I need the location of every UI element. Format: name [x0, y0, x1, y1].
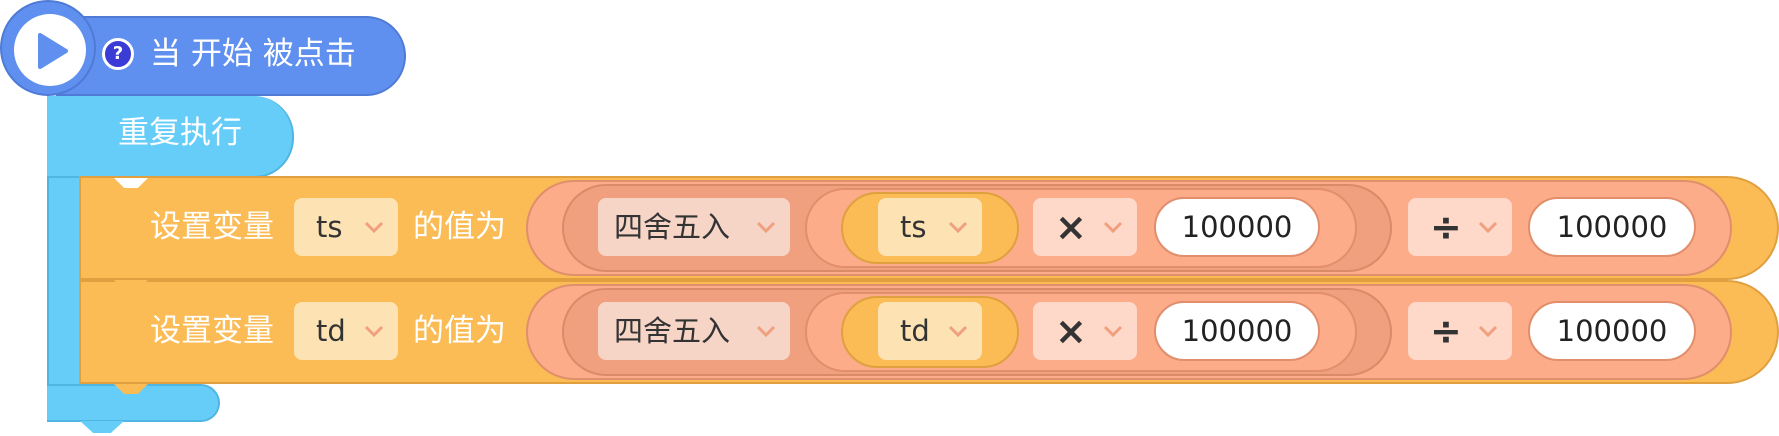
repeat-forever-block[interactable]	[47, 96, 294, 178]
multiply-icon: ×	[1055, 309, 1087, 353]
value-label: 的值为	[413, 209, 506, 245]
chevron-down-icon	[948, 325, 968, 338]
chevron-down-icon	[756, 325, 776, 338]
repeat-block-label: 重复执行	[118, 115, 242, 151]
operand-variable-name: td	[900, 314, 930, 348]
set-variable-label: 设置变量	[150, 313, 274, 349]
repeat-bottom-notch	[80, 421, 124, 433]
play-icon	[38, 33, 68, 69]
chevron-down-icon	[1478, 221, 1498, 234]
round-function-label: 四舍五入	[614, 210, 731, 244]
set-variable-label: 设置变量	[150, 209, 274, 245]
operand-variable-name: ts	[900, 210, 927, 244]
multiply-icon: ×	[1055, 205, 1087, 249]
chevron-down-icon	[1103, 221, 1123, 234]
value-label: 的值为	[413, 313, 506, 349]
operand-variable-dropdown[interactable]: ts	[878, 198, 982, 256]
divide-icon: ÷	[1430, 205, 1462, 249]
chevron-down-icon	[364, 221, 384, 234]
variable-name: td	[316, 314, 346, 348]
multiplier-input[interactable]: 100000	[1154, 301, 1320, 361]
chevron-down-icon	[1103, 325, 1123, 338]
chevron-down-icon	[756, 221, 776, 234]
block-notch	[114, 178, 148, 188]
chevron-down-icon	[1478, 325, 1498, 338]
round-function-dropdown[interactable]: 四舍五入	[598, 302, 790, 360]
multiply-operator-dropdown[interactable]: ×	[1033, 198, 1137, 256]
multiplier-input[interactable]: 100000	[1154, 197, 1320, 257]
variable-dropdown[interactable]: td	[294, 302, 398, 360]
block-notch	[114, 384, 148, 394]
block-notch	[114, 280, 148, 290]
divisor-input[interactable]: 100000	[1528, 301, 1696, 361]
chevron-down-icon	[948, 221, 968, 234]
divide-icon: ÷	[1430, 309, 1462, 353]
operand-variable-dropdown[interactable]: td	[878, 302, 982, 360]
hat-block-label: 当 开始 被点击	[150, 36, 356, 72]
variable-dropdown[interactable]: ts	[294, 198, 398, 256]
divide-operator-dropdown[interactable]: ÷	[1408, 198, 1512, 256]
divisor-input[interactable]: 100000	[1528, 197, 1696, 257]
hat-circle	[0, 0, 96, 96]
chevron-down-icon	[364, 325, 384, 338]
round-function-label: 四舍五入	[614, 314, 731, 348]
multiply-operator-dropdown[interactable]: ×	[1033, 302, 1137, 360]
help-icon[interactable]: ?	[102, 38, 134, 70]
round-function-dropdown[interactable]: 四舍五入	[598, 198, 790, 256]
variable-name: ts	[316, 210, 343, 244]
divide-operator-dropdown[interactable]: ÷	[1408, 302, 1512, 360]
run-button[interactable]	[14, 14, 86, 86]
